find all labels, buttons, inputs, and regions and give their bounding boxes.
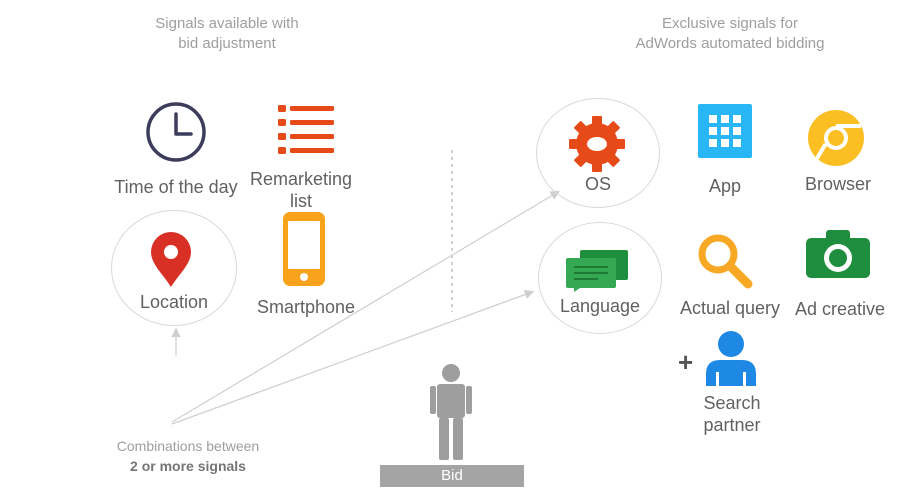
arrow-to-os xyxy=(171,190,561,423)
combinations-note: Combinations between 2 or more signals xyxy=(88,436,288,476)
right-heading-line1: Exclusive signals for xyxy=(662,15,798,32)
search-icon xyxy=(698,234,753,289)
camera-icon xyxy=(806,230,870,278)
signal-search-partner-label: Search partner xyxy=(680,392,784,436)
signal-browser-label: Browser xyxy=(804,174,871,194)
language-circle xyxy=(538,222,662,334)
left-heading-line2: bid adjustment xyxy=(178,35,276,52)
signal-search-partner-line1: Search xyxy=(703,393,761,413)
arrow-to-language xyxy=(171,289,535,425)
browser-icon xyxy=(808,110,864,168)
signal-search-partner-line2: partner xyxy=(703,415,761,435)
clock-icon xyxy=(146,102,206,162)
os-circle xyxy=(536,98,660,208)
smartphone-icon xyxy=(283,212,325,286)
signal-location-label: Location xyxy=(139,292,209,312)
combinations-note-line2-wrap: 2 or more signals xyxy=(88,456,288,476)
map-pin-icon xyxy=(151,232,191,287)
signal-app-label: App xyxy=(708,176,742,196)
right-heading: Exclusive signals for AdWords automated … xyxy=(600,14,860,54)
signal-ad-creative-label: Ad creative xyxy=(794,299,886,319)
list-icon xyxy=(278,105,334,154)
location-circle xyxy=(111,210,237,326)
left-heading-line1: Signals available with xyxy=(155,15,299,32)
signal-remarketing-line1: Remarketing xyxy=(249,169,353,189)
combinations-note-line1: Combinations between xyxy=(116,438,260,454)
combinations-note-line2: 2 or more signals xyxy=(130,458,246,474)
person-figure-icon xyxy=(430,364,472,460)
gear-icon xyxy=(569,116,625,172)
signal-remarketing-label: Remarketing list xyxy=(241,168,361,212)
left-heading: Signals available with bid adjustment xyxy=(127,14,327,54)
signal-actual-query-label: Actual query xyxy=(679,298,781,318)
chat-bubbles-icon xyxy=(566,250,628,292)
signal-os-label: OS xyxy=(584,174,611,194)
app-grid-icon xyxy=(698,104,752,158)
signal-language-label: Language xyxy=(559,296,641,316)
plus-icon: + xyxy=(678,347,694,377)
right-heading-line2: AdWords automated bidding xyxy=(635,35,825,52)
bid-bar: Bid xyxy=(380,465,524,487)
signal-smartphone-label: Smartphone xyxy=(256,297,356,317)
signal-remarketing-line2: list xyxy=(290,191,312,211)
signal-time-of-day-label: Time of the day xyxy=(114,177,238,197)
person-icon xyxy=(706,331,756,386)
